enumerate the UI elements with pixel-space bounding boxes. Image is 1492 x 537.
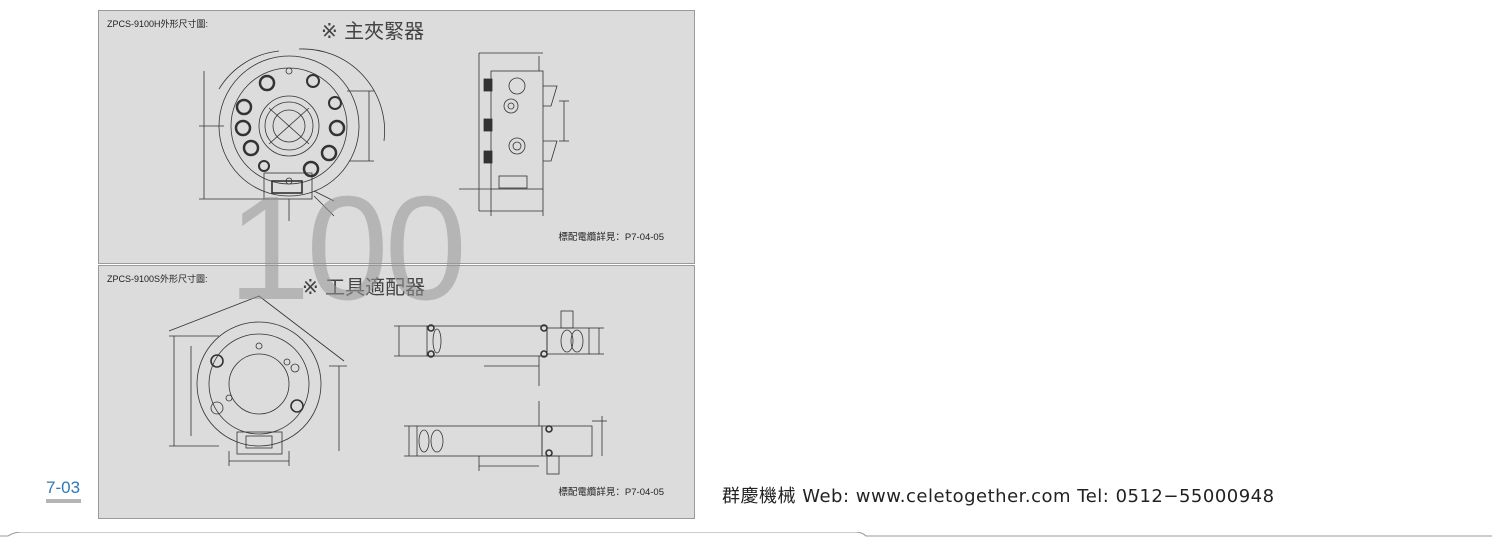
watermark-number: 100 bbox=[228, 166, 467, 331]
outline-circle bbox=[196, 321, 322, 447]
cable-note: 標配電纜詳見：P7-04-05 bbox=[558, 487, 664, 498]
drawing-panel-tool: ZPCS-9100S外形尺寸圖: ※ 工具適配器 bbox=[98, 265, 695, 519]
drawing-panel-master: ZPCS-9100H外形尺寸圖: ※ 主夾緊器 bbox=[98, 10, 695, 264]
panel-heading: ※ 工具適配器 bbox=[302, 275, 426, 299]
page-number: 7-03 bbox=[46, 478, 81, 497]
page-number-underline bbox=[46, 499, 81, 503]
page-bottom-rule bbox=[0, 532, 1492, 537]
panel-title: ZPCS-9100H外形尺寸圖: bbox=[107, 19, 209, 29]
panel-title: ZPCS-9100S外形尺寸圖: bbox=[107, 274, 208, 284]
company-contact-footer: 群慶機械 Web: www.celetogether.com Tel: 0512… bbox=[722, 486, 1275, 507]
tool-plate-drawing bbox=[168, 295, 607, 475]
cable-note: 標配電纜詳見：P7-04-05 bbox=[558, 232, 664, 243]
panel-heading: ※ 主夾緊器 bbox=[321, 19, 425, 43]
master-plate-drawing bbox=[199, 48, 569, 221]
